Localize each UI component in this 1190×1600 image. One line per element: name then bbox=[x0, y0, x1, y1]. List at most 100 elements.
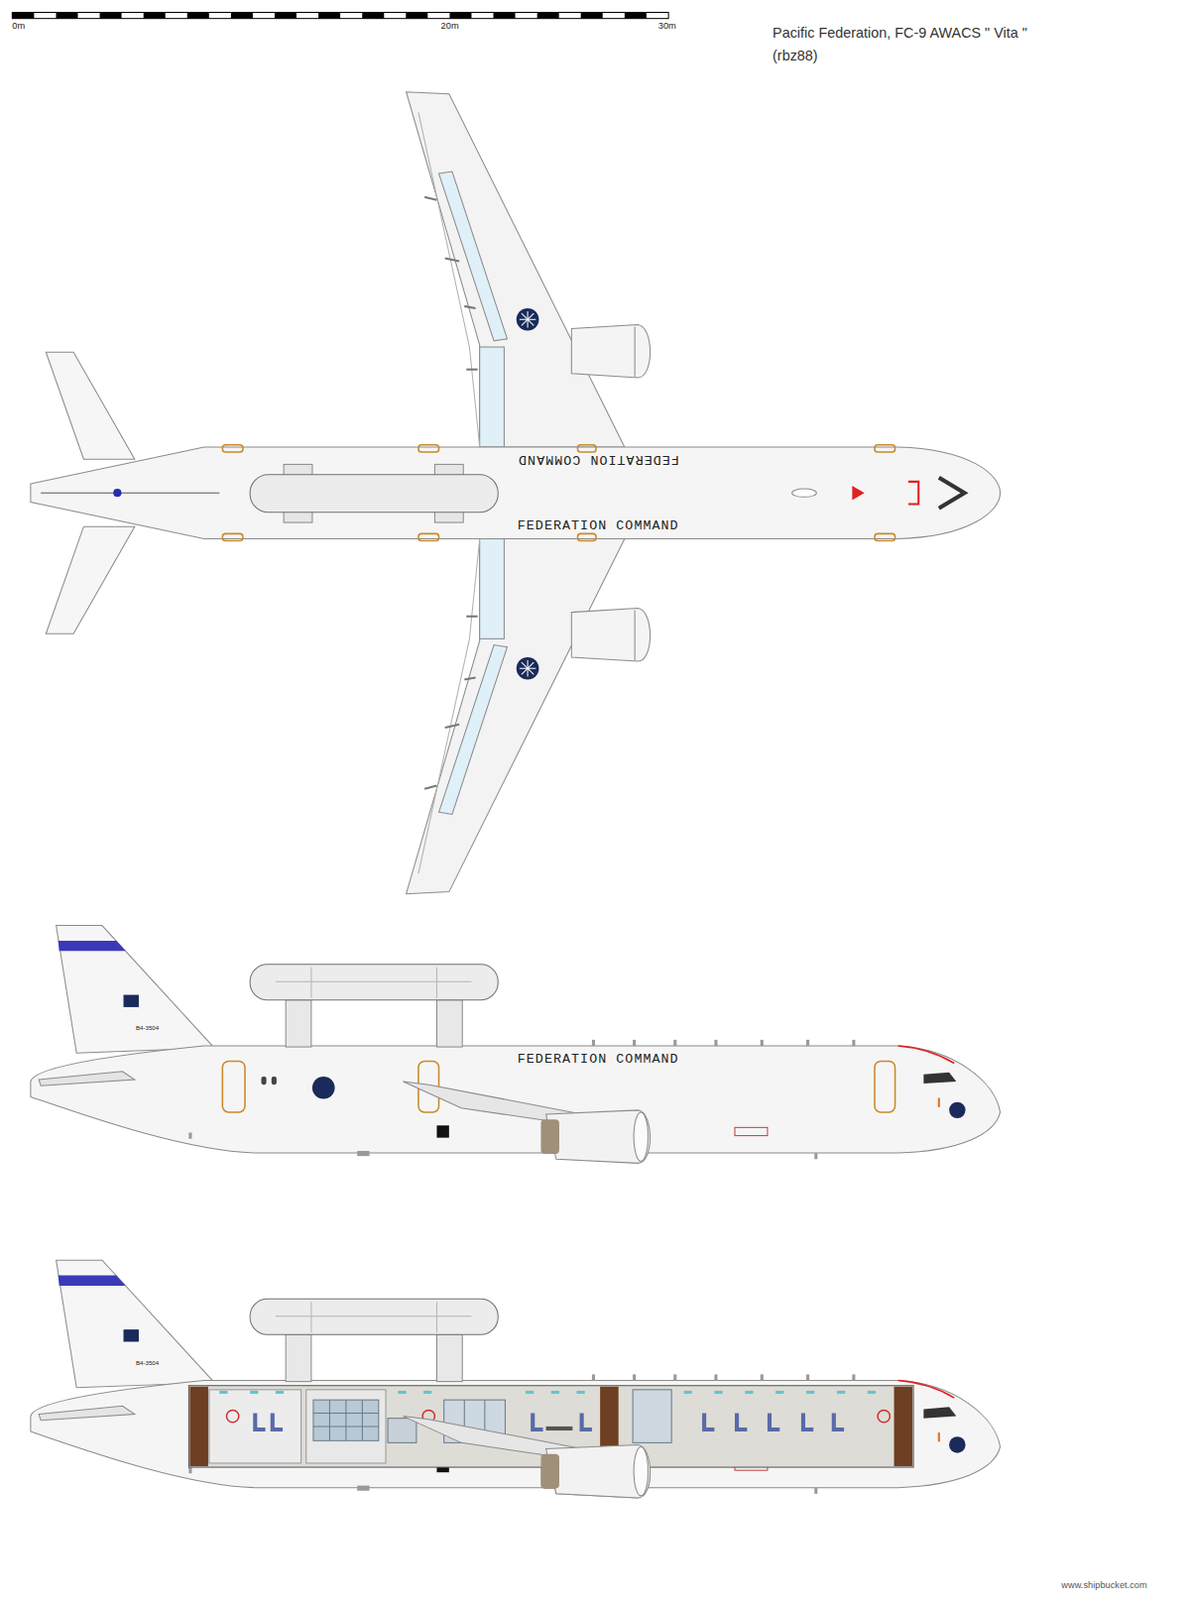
fuselage-lettering: FEDERATION COMMAND bbox=[517, 452, 680, 468]
cabin-windows bbox=[744, 1391, 753, 1395]
door-markings bbox=[874, 445, 896, 453]
tailplane bbox=[45, 526, 135, 634]
scale-label: 30m bbox=[658, 20, 677, 32]
hatch bbox=[792, 488, 818, 497]
flap-track-fairings bbox=[445, 258, 460, 262]
wing bbox=[406, 539, 625, 895]
flap bbox=[439, 645, 508, 816]
door-markings bbox=[874, 533, 896, 541]
scale-bar-segments bbox=[11, 11, 34, 18]
console-grid bbox=[329, 1400, 331, 1441]
scale-bar-segments bbox=[405, 11, 428, 18]
scale-bar-segments bbox=[187, 11, 210, 18]
cabin-windows bbox=[423, 1391, 432, 1395]
wing-panel-line bbox=[418, 112, 480, 448]
side-view bbox=[30, 926, 1001, 1165]
roundel bbox=[519, 311, 536, 677]
fuselage-lettering: FEDERATION COMMAND bbox=[517, 1052, 680, 1068]
scale-bar-segments bbox=[492, 11, 515, 18]
cabin-windows bbox=[806, 1391, 815, 1395]
console-grid bbox=[313, 1400, 379, 1441]
beacon bbox=[113, 488, 121, 497]
flap-track-fairings bbox=[424, 197, 437, 201]
cabinet bbox=[387, 1419, 417, 1444]
cabin-windows bbox=[551, 1391, 560, 1395]
roundel bbox=[516, 308, 540, 332]
flap-track-fairings bbox=[466, 368, 477, 371]
roundel bbox=[521, 313, 534, 326]
cockpit-windows bbox=[939, 477, 965, 509]
warning-marking bbox=[908, 481, 919, 505]
console-rack bbox=[313, 1400, 379, 1441]
exit-markings bbox=[877, 1410, 890, 1423]
seats bbox=[702, 1414, 714, 1433]
roundel bbox=[516, 308, 540, 681]
scale-bar-segments bbox=[449, 11, 472, 18]
roundel bbox=[516, 657, 540, 681]
tailplane bbox=[45, 352, 135, 460]
flap bbox=[479, 539, 505, 640]
cabin-windows bbox=[275, 1391, 284, 1395]
exit-markings bbox=[226, 1410, 238, 1423]
flap-track-fairings bbox=[466, 615, 477, 618]
warning-marking bbox=[851, 485, 864, 500]
scale-bar-segments bbox=[100, 11, 122, 18]
cabin-windows bbox=[576, 1391, 585, 1395]
seats bbox=[734, 1414, 747, 1433]
cabin-windows bbox=[775, 1391, 784, 1395]
console-grid bbox=[361, 1400, 363, 1441]
seats bbox=[580, 1414, 593, 1433]
cutaway-view bbox=[30, 1260, 1001, 1499]
fuselage bbox=[30, 447, 1001, 540]
door-markings bbox=[222, 533, 243, 541]
scale-bar-segments bbox=[537, 11, 560, 18]
seats bbox=[767, 1414, 780, 1433]
seats bbox=[270, 1414, 283, 1433]
cabin-windows bbox=[219, 1391, 228, 1395]
scale-bar-segments bbox=[318, 11, 341, 18]
seats bbox=[832, 1414, 844, 1433]
door-markings bbox=[222, 445, 895, 542]
tail-spine bbox=[40, 492, 220, 494]
bulkhead-doors bbox=[894, 1387, 914, 1467]
door-markings bbox=[578, 533, 597, 541]
bulkhead-doors bbox=[189, 1387, 209, 1467]
tail-number: B4-3504 bbox=[135, 1359, 159, 1367]
cabin-windows bbox=[525, 1391, 534, 1395]
flap-track-fairings bbox=[445, 724, 460, 728]
watermark: www.shipbucket.com bbox=[1061, 1580, 1147, 1592]
seats bbox=[252, 1414, 265, 1433]
radome bbox=[249, 475, 498, 513]
engine-nacelle bbox=[571, 608, 650, 663]
wing bbox=[406, 92, 625, 448]
exit-markings bbox=[226, 1410, 890, 1423]
console-grid bbox=[313, 1426, 379, 1428]
equipment-rack bbox=[632, 1390, 672, 1444]
top-view bbox=[30, 92, 1001, 895]
flap bbox=[479, 347, 505, 448]
roundel bbox=[521, 662, 534, 675]
scale-bar-segments bbox=[11, 11, 647, 18]
seats bbox=[530, 1414, 543, 1433]
crew-rest bbox=[209, 1390, 302, 1464]
flap-track-fairings bbox=[464, 306, 476, 309]
tail-number: B4-3504 bbox=[135, 1024, 159, 1032]
cabin-windows bbox=[836, 1391, 845, 1395]
console-grid bbox=[313, 1413, 379, 1415]
cutaway-wing-and-engine bbox=[403, 1417, 651, 1499]
scale-bar-segments bbox=[143, 11, 166, 18]
door-markings bbox=[222, 445, 243, 453]
scale-bar-segments bbox=[361, 11, 384, 18]
door-markings bbox=[418, 445, 440, 453]
scale-bar bbox=[11, 11, 669, 18]
author-credit: (rbz88) bbox=[772, 47, 819, 65]
table bbox=[546, 1427, 574, 1431]
engine-nacelle bbox=[571, 324, 650, 378]
console-grid bbox=[345, 1400, 347, 1441]
seats bbox=[801, 1414, 814, 1433]
scale-bar-segments bbox=[274, 11, 297, 18]
door-markings bbox=[578, 445, 597, 453]
cabin-windows bbox=[249, 1391, 258, 1395]
